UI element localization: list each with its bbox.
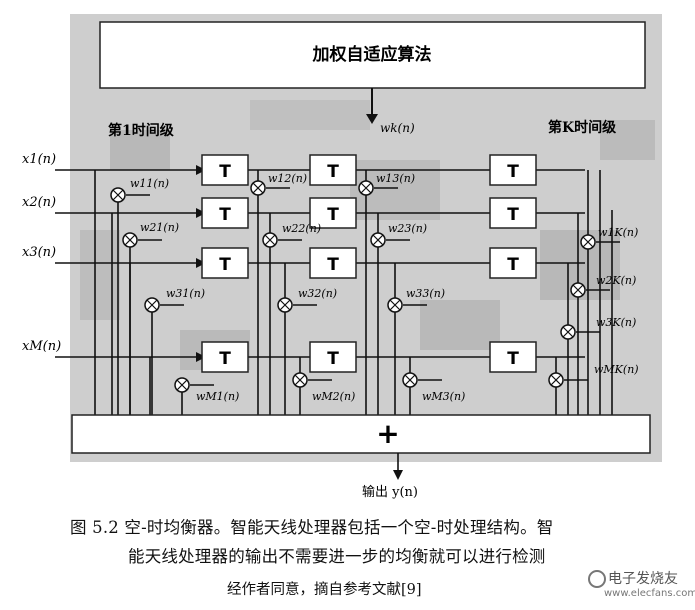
weight-label: w3K(n): [596, 316, 636, 329]
delay-t: T: [507, 255, 519, 275]
delay-column-2: [309, 154, 357, 373]
weight-feed-label: wk(n): [380, 121, 415, 135]
delay-box: [489, 341, 537, 373]
delay-box: [309, 341, 357, 373]
figure-caption-source: 经作者同意，摘自参考文献[9]: [227, 582, 422, 598]
weight-label: w31(n): [166, 287, 205, 300]
delay-t: T: [507, 205, 519, 225]
weight-label: w2K(n): [596, 274, 636, 287]
delay-box: [201, 341, 249, 373]
weight-label: w1K(n): [598, 226, 638, 239]
weight-label: w33(n): [406, 287, 445, 300]
delay-t: T: [219, 162, 231, 182]
delay-box: [489, 154, 537, 186]
delay-t: T: [219, 255, 231, 275]
weight-label: wM3(n): [422, 390, 465, 403]
input-x3-label: x3(n): [22, 245, 56, 260]
watermark-logo-icon: [588, 570, 606, 588]
weight-label: w11(n): [130, 177, 169, 190]
delay-box: [201, 247, 249, 279]
delay-t: T: [219, 205, 231, 225]
input-x2-label: x2(n): [22, 195, 56, 210]
weight-label: w23(n): [388, 222, 427, 235]
delay-t: T: [507, 162, 519, 182]
delay-box: [309, 247, 357, 279]
weight-label: wMK(n): [594, 363, 639, 376]
delay-box: [489, 197, 537, 229]
delay-t: T: [507, 349, 519, 369]
weight-label: w13(n): [376, 172, 415, 185]
delay-box: [309, 197, 357, 229]
weight-label: w22(n): [282, 222, 321, 235]
delay-column-1: [201, 154, 249, 373]
delay-t: T: [327, 205, 339, 225]
delay-box: [309, 154, 357, 186]
figure-caption-line1: 图 5.2 空-时均衡器。智能天线处理器包括一个空-时处理结构。智: [70, 518, 554, 537]
delay-box: [201, 154, 249, 186]
input-xm-label: xM(n): [22, 339, 61, 354]
output-label: 输出 y(n): [362, 484, 418, 500]
weight-label: wM1(n): [196, 390, 239, 403]
weight-label: w21(n): [140, 221, 179, 234]
watermark-url: www.elecfans.com: [604, 588, 695, 599]
input-x1-label: x1(n): [22, 152, 56, 167]
weight-label: wM2(n): [312, 390, 355, 403]
delay-t: T: [327, 349, 339, 369]
delay-t: T: [327, 255, 339, 275]
weight-label: w32(n): [298, 287, 337, 300]
watermark: 电子发烧友 www.elecfans.com: [588, 566, 695, 606]
delay-column-k: [489, 154, 537, 373]
summation-box: [71, 414, 651, 454]
input-lines: [55, 169, 202, 358]
delay-t: T: [327, 162, 339, 182]
adaptive-algorithm-label: 加权自适应算法: [312, 44, 432, 65]
stage-k-label: 第K时间级: [548, 119, 617, 136]
delay-box: [201, 197, 249, 229]
watermark-brand: 电子发烧友: [608, 571, 678, 587]
adaptive-algorithm-box: [99, 21, 646, 89]
delay-box: [489, 247, 537, 279]
stage-1-label: 第1时间级: [108, 122, 175, 139]
summation-label: +: [376, 417, 399, 450]
delay-t: T: [219, 349, 231, 369]
figure-caption-line2: 能天线处理器的输出不需要进一步的均衡就可以进行检测: [128, 547, 546, 566]
weight-label: w12(n): [268, 172, 307, 185]
space-time-equalizer-diagram: 加权自适应算法 wk(n) 第1时间级 第K时间级 x1(n) x2(n) x3…: [22, 14, 662, 500]
